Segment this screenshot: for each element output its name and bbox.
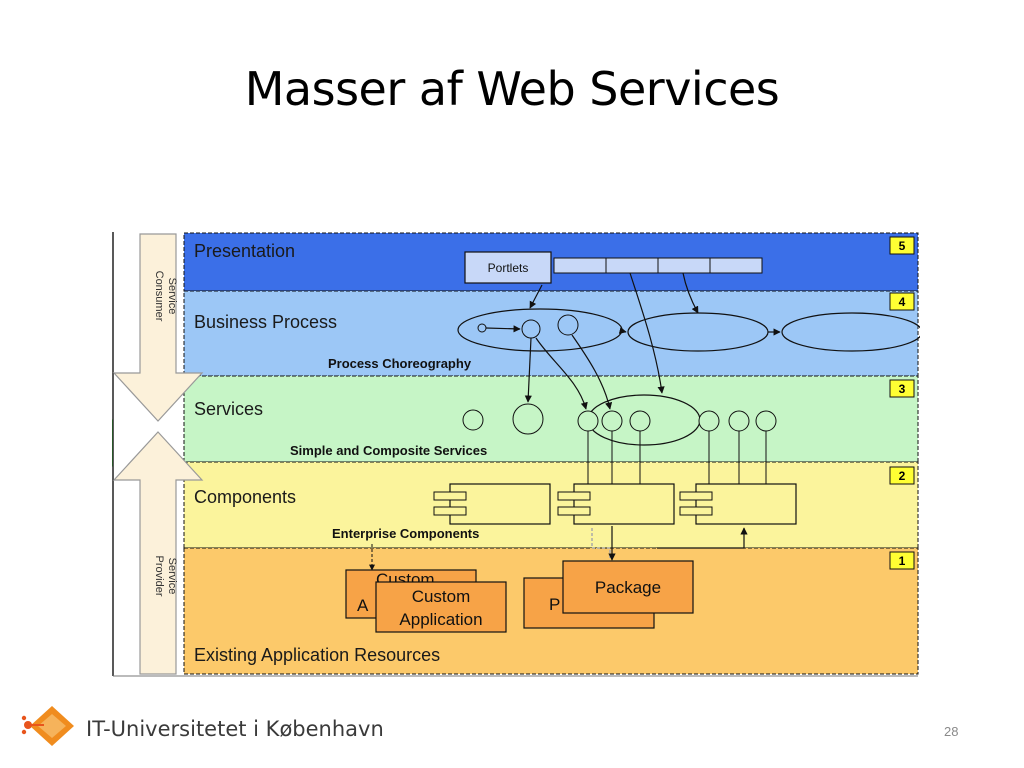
service-consumer-label-1: Service [166,278,178,315]
layer-5-number: 5 [899,239,906,253]
portlets-label: Portlets [488,261,529,275]
service-provider-label-2: Provider [153,556,165,597]
package-front-label: Package [595,578,661,597]
layer-3-sublabel: Simple and Composite Services [290,443,487,458]
process-to-service-arrow-3 [571,334,613,410]
process-to-service-arrow-1 [524,337,532,403]
layer-4-band [183,290,919,377]
process-to-service-arrow-2 [535,337,588,410]
component-to-package-dotted [591,528,611,560]
component-box-1 [433,483,551,525]
service-provider-arrow [112,431,204,675]
layer-2-number: 2 [899,469,906,483]
footer-institution: IT-Universitetet i København [86,717,384,741]
layer-1-number: 1 [899,554,906,568]
portlets-box [464,251,552,284]
itu-logo-icon [21,706,74,746]
service-component-connectors [587,431,767,484]
process-inner-arrow [485,325,521,333]
page-number: 28 [944,724,959,739]
layer-3-band [183,375,919,463]
service-consumer-arrow [112,233,204,422]
service-circles [462,403,777,435]
custom-app-back-line-2: A [357,596,369,615]
process-link-1-2 [618,326,627,334]
layer-4-label: Business Process [194,312,337,332]
component-box-3 [679,483,797,525]
portlet-strip-to-services-arrow [629,272,665,394]
layer-3-label: Services [194,399,263,419]
layer-2-badge [889,466,915,485]
portlets-to-process-arrow [529,284,543,309]
custom-app-box-front [375,581,507,633]
layer-3-number: 3 [899,382,906,396]
layer-4-number: 4 [899,295,906,309]
custom-app-front-line-2: Application [399,610,482,629]
layer-1-badge [889,551,915,570]
process-ellipse-3 [781,312,920,352]
package-back-label: P [549,595,560,614]
layer-4-sublabel: Process Choreography [328,356,472,371]
layer-2-label: Components [194,487,296,507]
portlet-strip [553,257,763,274]
service-provider-label-1: Service [166,558,178,595]
custom-app-front-line-1: Custom [412,587,471,606]
package-to-component-arrow [657,527,748,549]
portlet-strip-to-process-arrow [682,272,699,314]
service-consumer-label-2: Consumer [153,271,165,322]
layer-3-badge [889,379,915,398]
soa-layers-diagram: Service Consumer Service Provider Presen… [112,232,920,677]
component-box-2 [557,483,675,525]
layer-4-badge [889,292,915,311]
layer-2-sublabel: Enterprise Components [332,526,479,541]
layer-5-badge [889,236,915,255]
slide-title: Masser af Web Services [244,62,780,116]
layer-5-label: Presentation [194,241,295,261]
package-box-front [562,560,694,614]
layer-1-label: Existing Application Resources [194,645,440,665]
